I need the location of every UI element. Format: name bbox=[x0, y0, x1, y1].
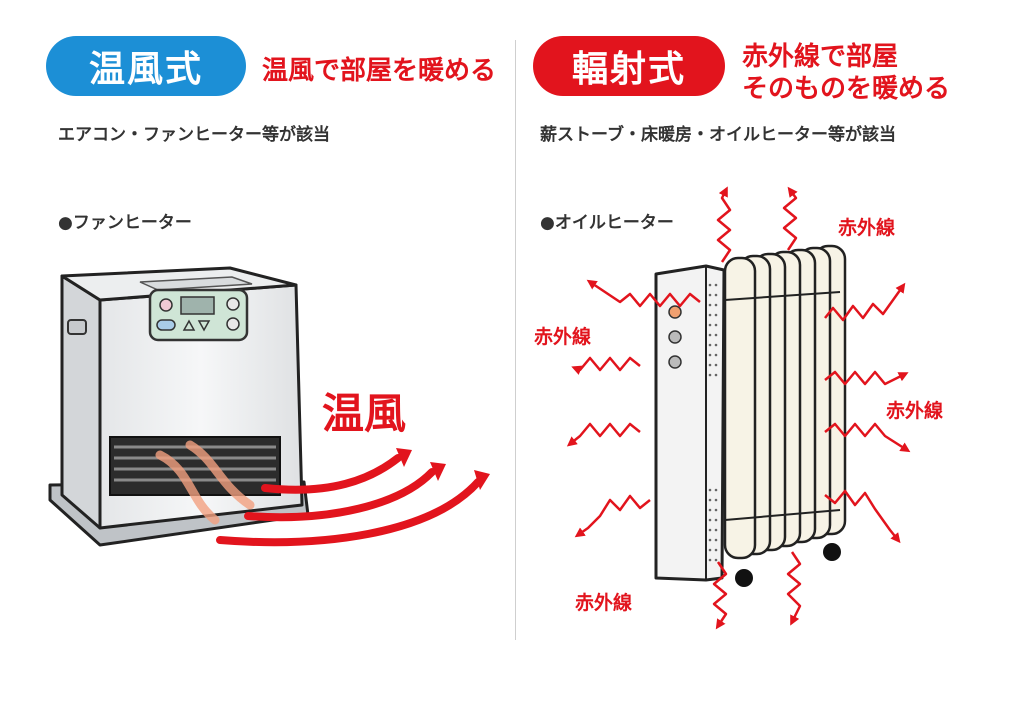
fan-heater-label: ●ファンヒーター bbox=[58, 213, 192, 233]
radiant-headline-line1: 赤外線で部屋 bbox=[742, 42, 899, 72]
infrared-rays bbox=[566, 186, 911, 630]
oil-heater-label: ●オイルヒーター bbox=[540, 213, 674, 233]
radiant-examples: 薪ストーブ・床暖房・オイルヒーター等が該当 bbox=[540, 125, 896, 145]
infrared-label-right: 赤外線 bbox=[886, 400, 944, 422]
warm-air-type-badge: 温風式 bbox=[46, 36, 246, 96]
radiant-type-badge: 輻射式 bbox=[533, 36, 725, 96]
warm-air-label: 温風 bbox=[322, 389, 407, 438]
fan-heater-illustration bbox=[48, 266, 490, 547]
infrared-label-left: 赤外線 bbox=[534, 326, 592, 348]
section-divider bbox=[515, 40, 516, 640]
oil-heater-illustration bbox=[654, 244, 847, 587]
infrared-label-top: 赤外線 bbox=[838, 217, 896, 239]
warm-air-headline: 温風で部屋を暖める bbox=[262, 56, 497, 86]
infrared-label-bottom: 赤外線 bbox=[575, 592, 633, 614]
radiant-headline-line2: そのものを暖める bbox=[742, 74, 951, 104]
warm-air-examples: エアコン・ファンヒーター等が該当 bbox=[58, 125, 330, 145]
